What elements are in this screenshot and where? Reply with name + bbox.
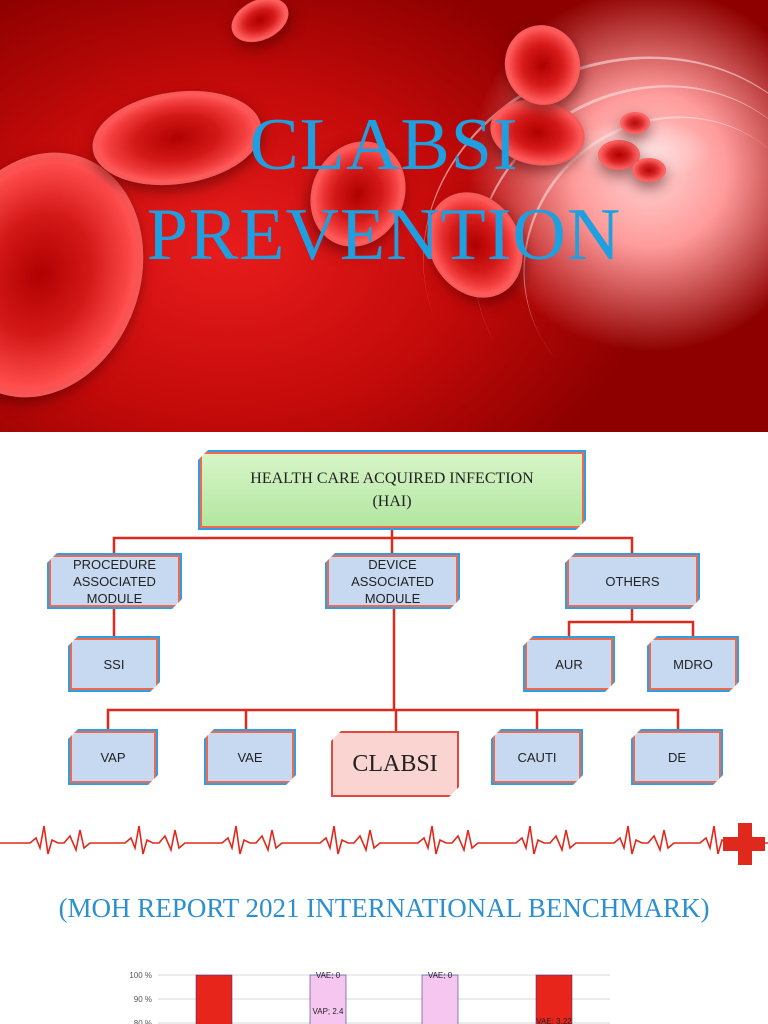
device-module-line-3: MODULE xyxy=(364,590,421,606)
hero-banner: CLABSI PREVENTION xyxy=(0,0,768,432)
hai-hierarchy-diagram: HEALTH CARE ACQUIRED INFECTION (HAI) PRO… xyxy=(0,432,768,804)
report-heading: (MOH REPORT 2021 INTERNATIONAL BENCHMARK… xyxy=(58,893,710,923)
mdro-label: MDRO xyxy=(673,656,713,672)
y-tick-label: 90 % xyxy=(134,995,152,1004)
procedure-module-line-1: PROCEDURE xyxy=(72,556,157,572)
vae-label: VAE xyxy=(237,749,263,765)
clabsi-label: CLABSI xyxy=(352,750,438,777)
device-module-line-1: DEVICE xyxy=(368,556,417,572)
cauti-node: CAUTI xyxy=(491,729,583,785)
y-tick-label: 100 % xyxy=(129,971,152,980)
chart-data-label: VAE; 3.22 xyxy=(536,1017,572,1024)
chart-data-label: VAE; 0 xyxy=(316,971,341,980)
mdro-node: MDRO xyxy=(647,636,739,692)
vae-node: VAE xyxy=(204,729,296,785)
blood-cell-image xyxy=(620,112,650,134)
benchmark-chart: 100 % 90 % 80 % VAE; 0 VAP; 2.4 VAE; 0 VAE; 3.… xyxy=(120,966,620,1024)
blood-cell-image xyxy=(632,158,666,182)
vap-node: VAP xyxy=(68,729,158,785)
diagram-connectors xyxy=(106,530,695,732)
procedure-module-line-2: ASSOCIATED xyxy=(73,573,156,589)
clabsi-node: CLABSI xyxy=(331,731,459,797)
procedure-module-line-3: MODULE xyxy=(86,590,143,606)
procedure-module-node: PROCEDURE ASSOCIATED MODULE xyxy=(47,553,182,609)
medical-cross-icon-bar xyxy=(723,837,765,851)
hai-root-line-1: HEALTH CARE ACQUIRED INFECTION xyxy=(250,470,534,487)
page-title: CLABSI PREVENTION xyxy=(0,100,768,280)
others-module-label: OTHERS xyxy=(605,573,660,589)
cauti-label: CAUTI xyxy=(517,749,557,765)
ssi-label: SSI xyxy=(103,656,125,672)
ecg-heartbeat-divider xyxy=(0,825,768,855)
chart-data-label: VAP; 2.4 xyxy=(313,1007,345,1016)
chart-data-label: VAE; 0 xyxy=(428,971,453,980)
title-line-2: PREVENTION xyxy=(146,194,622,276)
y-tick-label: 80 % xyxy=(134,1019,152,1024)
hai-root-line-2: (HAI) xyxy=(372,493,412,510)
chart-bar xyxy=(195,974,233,1024)
benchmark-chart-svg: 100 % 90 % 80 % VAE; 0 VAP; 2.4 VAE; 0 VAE; 3.… xyxy=(129,971,610,1024)
de-node: DE xyxy=(631,729,723,785)
chart-bar xyxy=(421,974,459,1024)
blood-cell-image xyxy=(224,0,296,51)
device-module-line-2: ASSOCIATED xyxy=(351,573,434,589)
title-line-1: CLABSI xyxy=(249,104,519,186)
vap-label: VAP xyxy=(100,749,126,765)
chart-bar xyxy=(535,974,573,1024)
aur-node: AUR xyxy=(523,636,615,692)
device-module-node: DEVICE ASSOCIATED MODULE xyxy=(325,553,460,609)
ssi-node: SSI xyxy=(68,636,160,692)
chart-bar xyxy=(309,974,347,1024)
aur-label: AUR xyxy=(555,656,583,672)
others-module-node: OTHERS xyxy=(565,553,700,609)
de-label: DE xyxy=(667,749,687,765)
hai-root-node: HEALTH CARE ACQUIRED INFECTION (HAI) xyxy=(198,450,586,530)
